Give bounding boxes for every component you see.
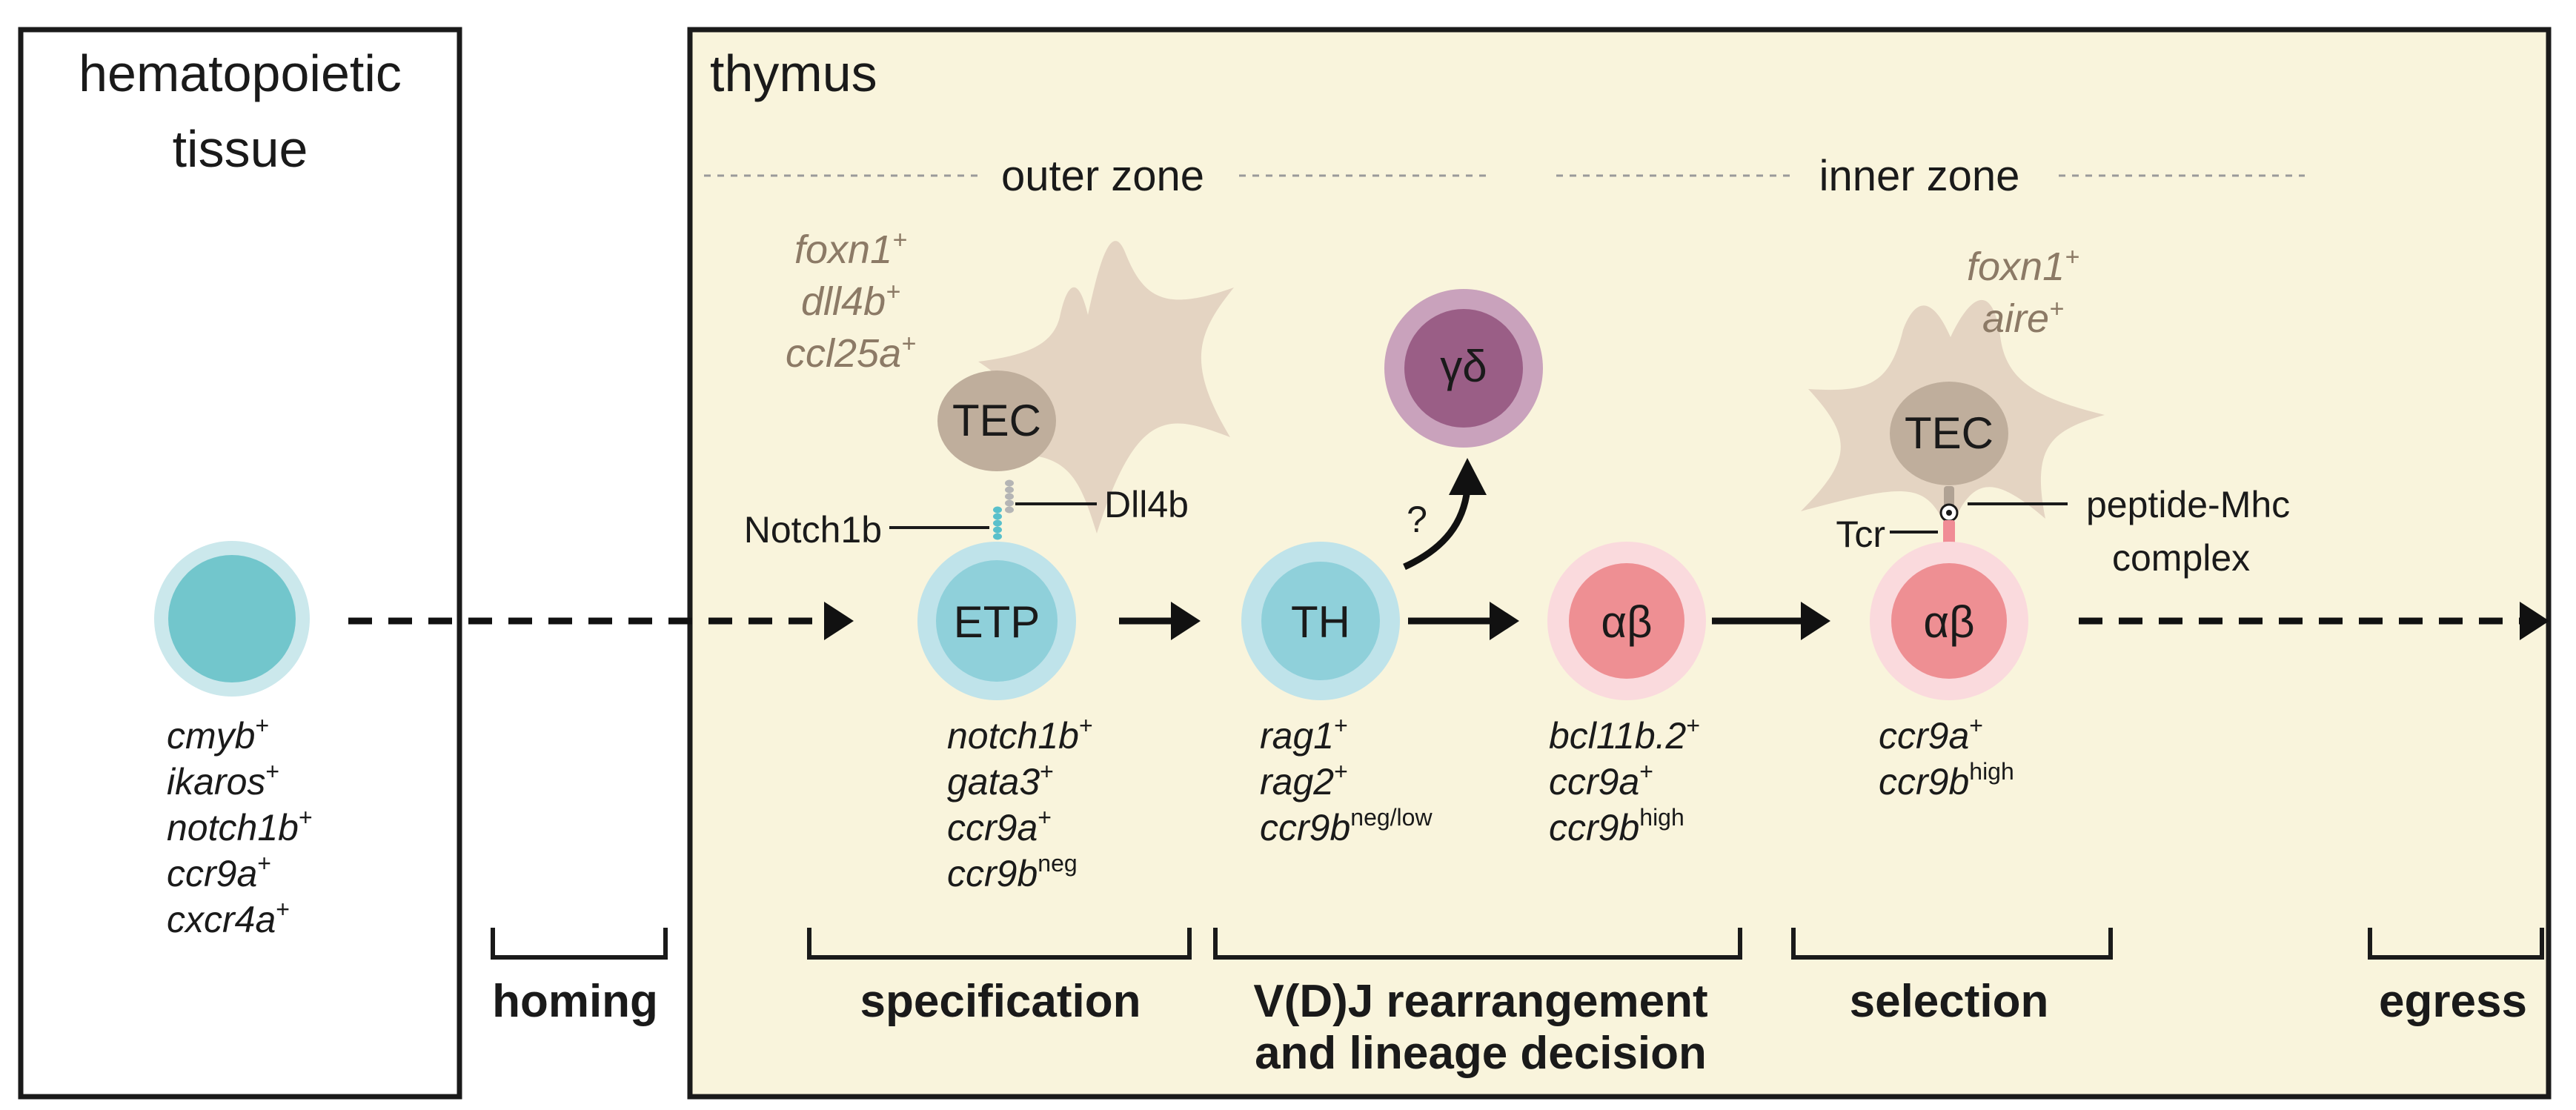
progenitor-marker: notch1b+ — [167, 804, 313, 848]
ab2-marker: ccr9a+ — [1879, 712, 1983, 757]
progenitor-cell — [154, 541, 310, 697]
etp-cell-nucleus — [936, 560, 1058, 682]
gd-label: γδ — [1440, 342, 1487, 391]
notch1b-bead — [993, 506, 1002, 514]
dll4b-bead — [1005, 499, 1014, 507]
tec-inner: TEC — [1801, 299, 2105, 534]
pmhc-label-line2: complex — [2112, 537, 2250, 579]
tec-inner-marker: foxn1+ — [1967, 243, 2079, 289]
egress-bracket — [2368, 928, 2544, 960]
th-to-gd-arrow — [1403, 488, 1471, 571]
tec-outer-nucleus — [937, 370, 1056, 471]
etp-cell: ETP — [917, 542, 1076, 700]
hematopoietic-title-line2: tissue — [173, 120, 308, 178]
ab2-marker: ccr9bhigh — [1879, 758, 2014, 802]
tec-outer-marker: dll4b+ — [801, 278, 900, 324]
th-cell-nucleus — [1261, 562, 1380, 680]
ab-cell-1: αβ — [1547, 542, 1706, 700]
th-marker: rag1+ — [1260, 712, 1348, 757]
tec-outer-marker: foxn1+ — [794, 226, 907, 272]
etp-label: ETP — [954, 597, 1040, 647]
ab2-cell-nucleus — [1891, 563, 2007, 679]
egress-stage-label: egress — [2379, 976, 2527, 1027]
homing-stage-label: homing — [492, 976, 658, 1027]
tec-outer-markers: foxn1+ dll4b+ ccl25a+ — [786, 226, 916, 376]
tec-outer-marker: ccl25a+ — [786, 330, 916, 376]
homing-arrowhead — [824, 602, 854, 640]
stage-brackets: homing specification V(D)J rearrangement… — [491, 928, 2544, 1079]
dll4b-bead — [1005, 479, 1014, 487]
etp-marker: ccr9bneg — [947, 850, 1078, 894]
etp-marker: ccr9a+ — [947, 804, 1052, 848]
th-label: TH — [1291, 597, 1350, 647]
marker-lists: cmyb+ikaros+notch1b+ccr9a+cxcr4a+notch1b… — [167, 712, 2014, 940]
th-marker: ccr9bneg/low — [1260, 804, 1433, 848]
notch1b-receptor — [993, 506, 1002, 540]
tcr-label: Tcr — [1836, 514, 1885, 555]
inner-zone-label: inner zone — [1819, 152, 2020, 200]
th-to-ab-arrowhead — [1490, 602, 1519, 640]
egress-arrowhead — [2520, 602, 2549, 640]
dll4b-ligand — [1005, 479, 1014, 514]
tec-outer-cell — [978, 241, 1234, 534]
tec-inner-nucleus — [1890, 382, 2008, 485]
tec-outer-label: TEC — [952, 396, 1041, 445]
ab1-marker: ccr9a+ — [1549, 758, 1653, 802]
tec-inner-marker: aire+ — [1982, 295, 2064, 341]
gd-cell: γδ — [1384, 289, 1543, 448]
ab1-marker: ccr9bhigh — [1549, 804, 1684, 848]
th-marker: rag2+ — [1260, 758, 1348, 802]
selection-bracket — [1791, 928, 2113, 960]
dll4b-bead — [1005, 486, 1014, 493]
th-cell: TH — [1241, 542, 1400, 700]
zone-header: outer zone inner zone — [704, 152, 2305, 200]
selection-stage-label: selection — [1850, 976, 2049, 1027]
progenitor-cell-nucleus — [168, 555, 296, 682]
vdj-stage-label-line2: and lineage decision — [1255, 1028, 1707, 1079]
homing-bracket — [491, 928, 668, 960]
tec-outer: TEC — [937, 241, 1234, 534]
etp-to-th-arrowhead — [1171, 602, 1201, 640]
etp-marker: gata3+ — [947, 758, 1054, 802]
thymus-title: thymus — [710, 44, 877, 102]
ab1-label: αβ — [1601, 597, 1652, 647]
progenitor-marker: ikaros+ — [167, 758, 279, 802]
notch1b-bead — [993, 526, 1002, 534]
tec-inner-markers: foxn1+ aire+ — [1967, 243, 2079, 341]
ab1-marker: bcl11b.2+ — [1549, 712, 1700, 757]
ab-to-selection-arrowhead — [1801, 602, 1830, 640]
notch-dll-interaction: Dll4b Notch1b — [744, 479, 1189, 551]
dll4b-bead — [1005, 506, 1014, 514]
specification-stage-label: specification — [860, 976, 1141, 1027]
pmhc-label-line1: peptide-Mhc — [2086, 484, 2290, 525]
notch1b-bead — [993, 513, 1002, 520]
gd-cell-nucleus — [1404, 309, 1523, 428]
progenitor-marker: cxcr4a+ — [167, 896, 290, 940]
tcr-pmhc-interaction: peptide-Mhc complex Tcr — [1836, 484, 2290, 579]
tec-inner-label: TEC — [1905, 408, 1994, 458]
dll4b-bead — [1005, 493, 1014, 500]
hematopoietic-title-line1: hematopoietic — [79, 44, 402, 102]
etp-marker: notch1b+ — [947, 712, 1093, 757]
notch1b-label: Notch1b — [744, 509, 882, 551]
th-to-gd-arrowhead — [1449, 458, 1487, 495]
outer-zone-label: outer zone — [1001, 152, 1204, 200]
dll4b-label: Dll4b — [1104, 484, 1189, 525]
question-mark: ? — [1407, 499, 1427, 540]
flow-arrows: ? — [348, 458, 2549, 640]
progenitor-marker: cmyb+ — [167, 712, 269, 757]
ab1-cell-nucleus — [1569, 563, 1684, 679]
ab2-label: αβ — [1923, 597, 1974, 647]
vdj-stage-label-line1: V(D)J rearrangement — [1253, 976, 1707, 1027]
specification-bracket — [807, 928, 1192, 960]
vdj-bracket — [1213, 928, 1742, 960]
progenitor-marker: ccr9a+ — [167, 850, 271, 894]
ab-cell-2: αβ — [1870, 542, 2028, 700]
notch1b-bead — [993, 533, 1002, 540]
tcr-receptor — [1943, 520, 1955, 547]
notch1b-bead — [993, 519, 1002, 527]
peptide-core-icon — [1946, 510, 1952, 516]
